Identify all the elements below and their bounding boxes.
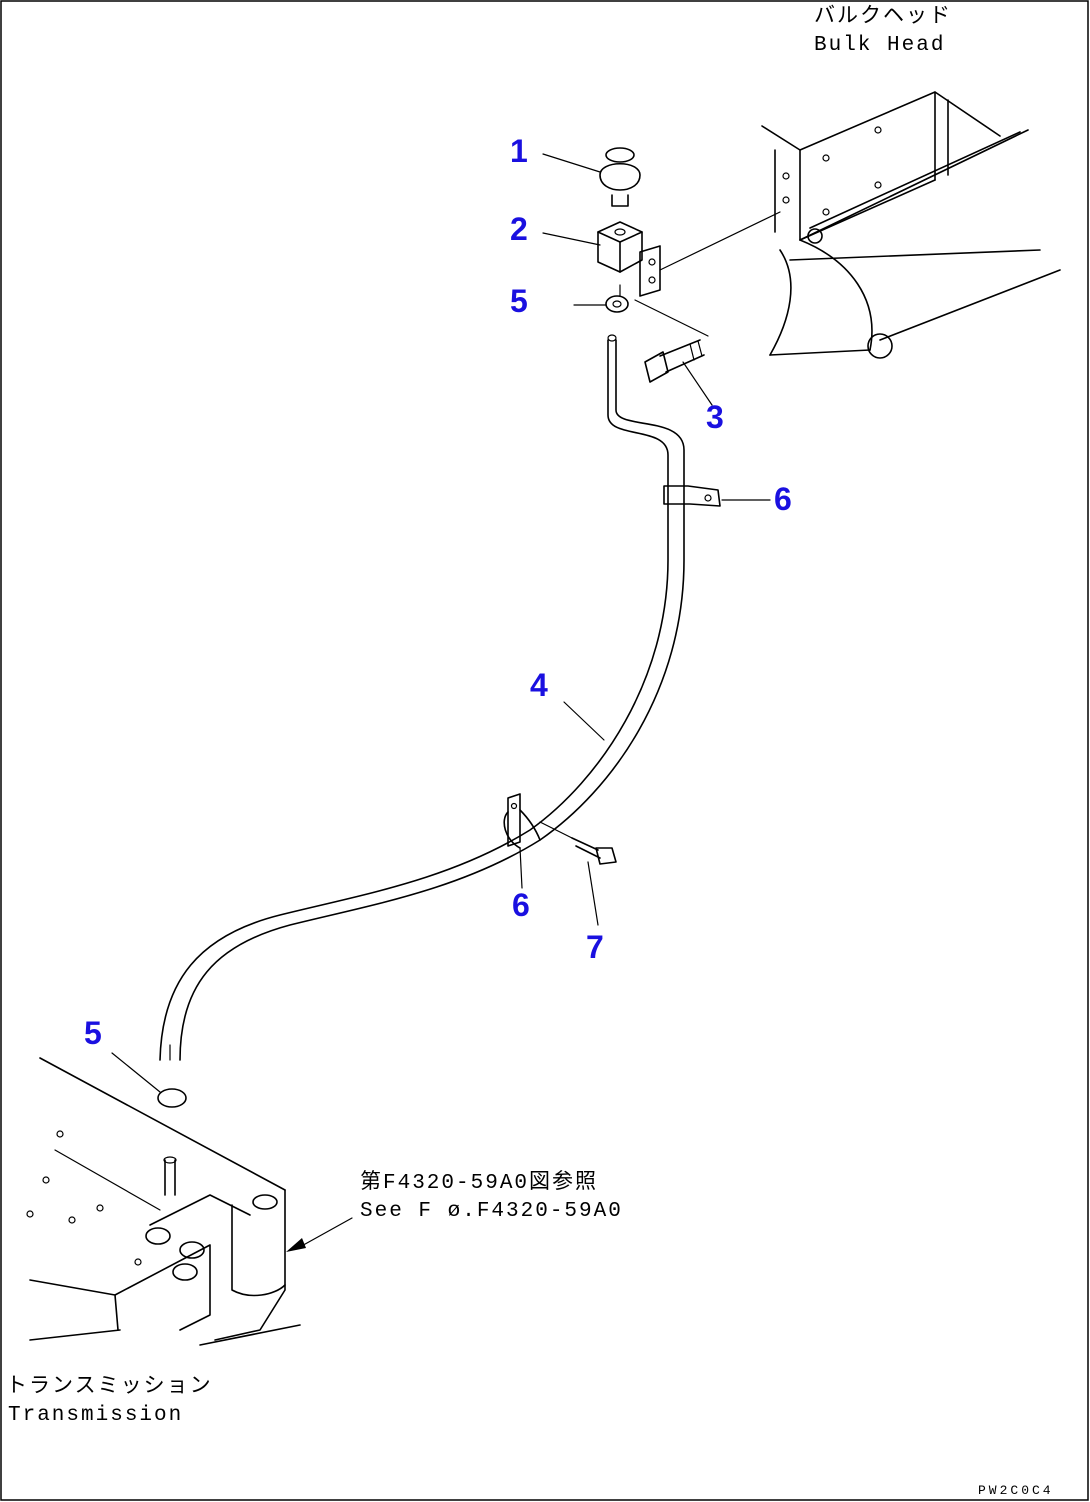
part-4-pipe [159,334,685,1061]
bulkhead-label-en: Bulk Head [814,34,945,57]
reference-label-en: See F ø.F4320-59A0 [360,1200,623,1223]
bulkhead-drawing [761,91,1061,359]
part-7-bolt [539,821,617,865]
text-labels: バルクヘッド Bulk Head 第F4320-59A0図参照 See F ø.… [6,5,1054,1498]
leader-lines [111,153,771,1252]
callout-4: 4 [530,667,548,703]
callout-6-top: 6 [774,481,792,517]
callout-6-bottom: 6 [512,887,530,923]
callouts: 1 2 5 3 6 4 6 7 5 [84,133,792,1051]
bulkhead-label-jp: バルクヘッド [814,5,952,29]
callout-7: 7 [586,929,604,965]
callout-5-bottom: 5 [84,1015,102,1051]
transmission-label-en: Transmission [8,1404,183,1427]
transmission-label-jp: トランスミッション [6,1376,213,1399]
transmission-drawing [26,1057,301,1346]
part-6-clamp-upper [663,485,721,507]
callout-1: 1 [510,133,528,169]
part-6-clamp-lower [503,793,541,849]
part-5-washer-top [605,284,629,313]
part-1-cap [599,147,641,207]
part-2-bracket [597,211,781,297]
callout-3: 3 [706,399,724,435]
reference-label-jp: 第F4320-59A0図参照 [360,1170,598,1195]
callout-5-top: 5 [510,283,528,319]
part-3-bolt [634,299,709,383]
part-5-washer-bottom [157,1088,187,1108]
drawing-code: PW2C0C4 [978,1483,1054,1498]
callout-2: 2 [510,211,528,247]
